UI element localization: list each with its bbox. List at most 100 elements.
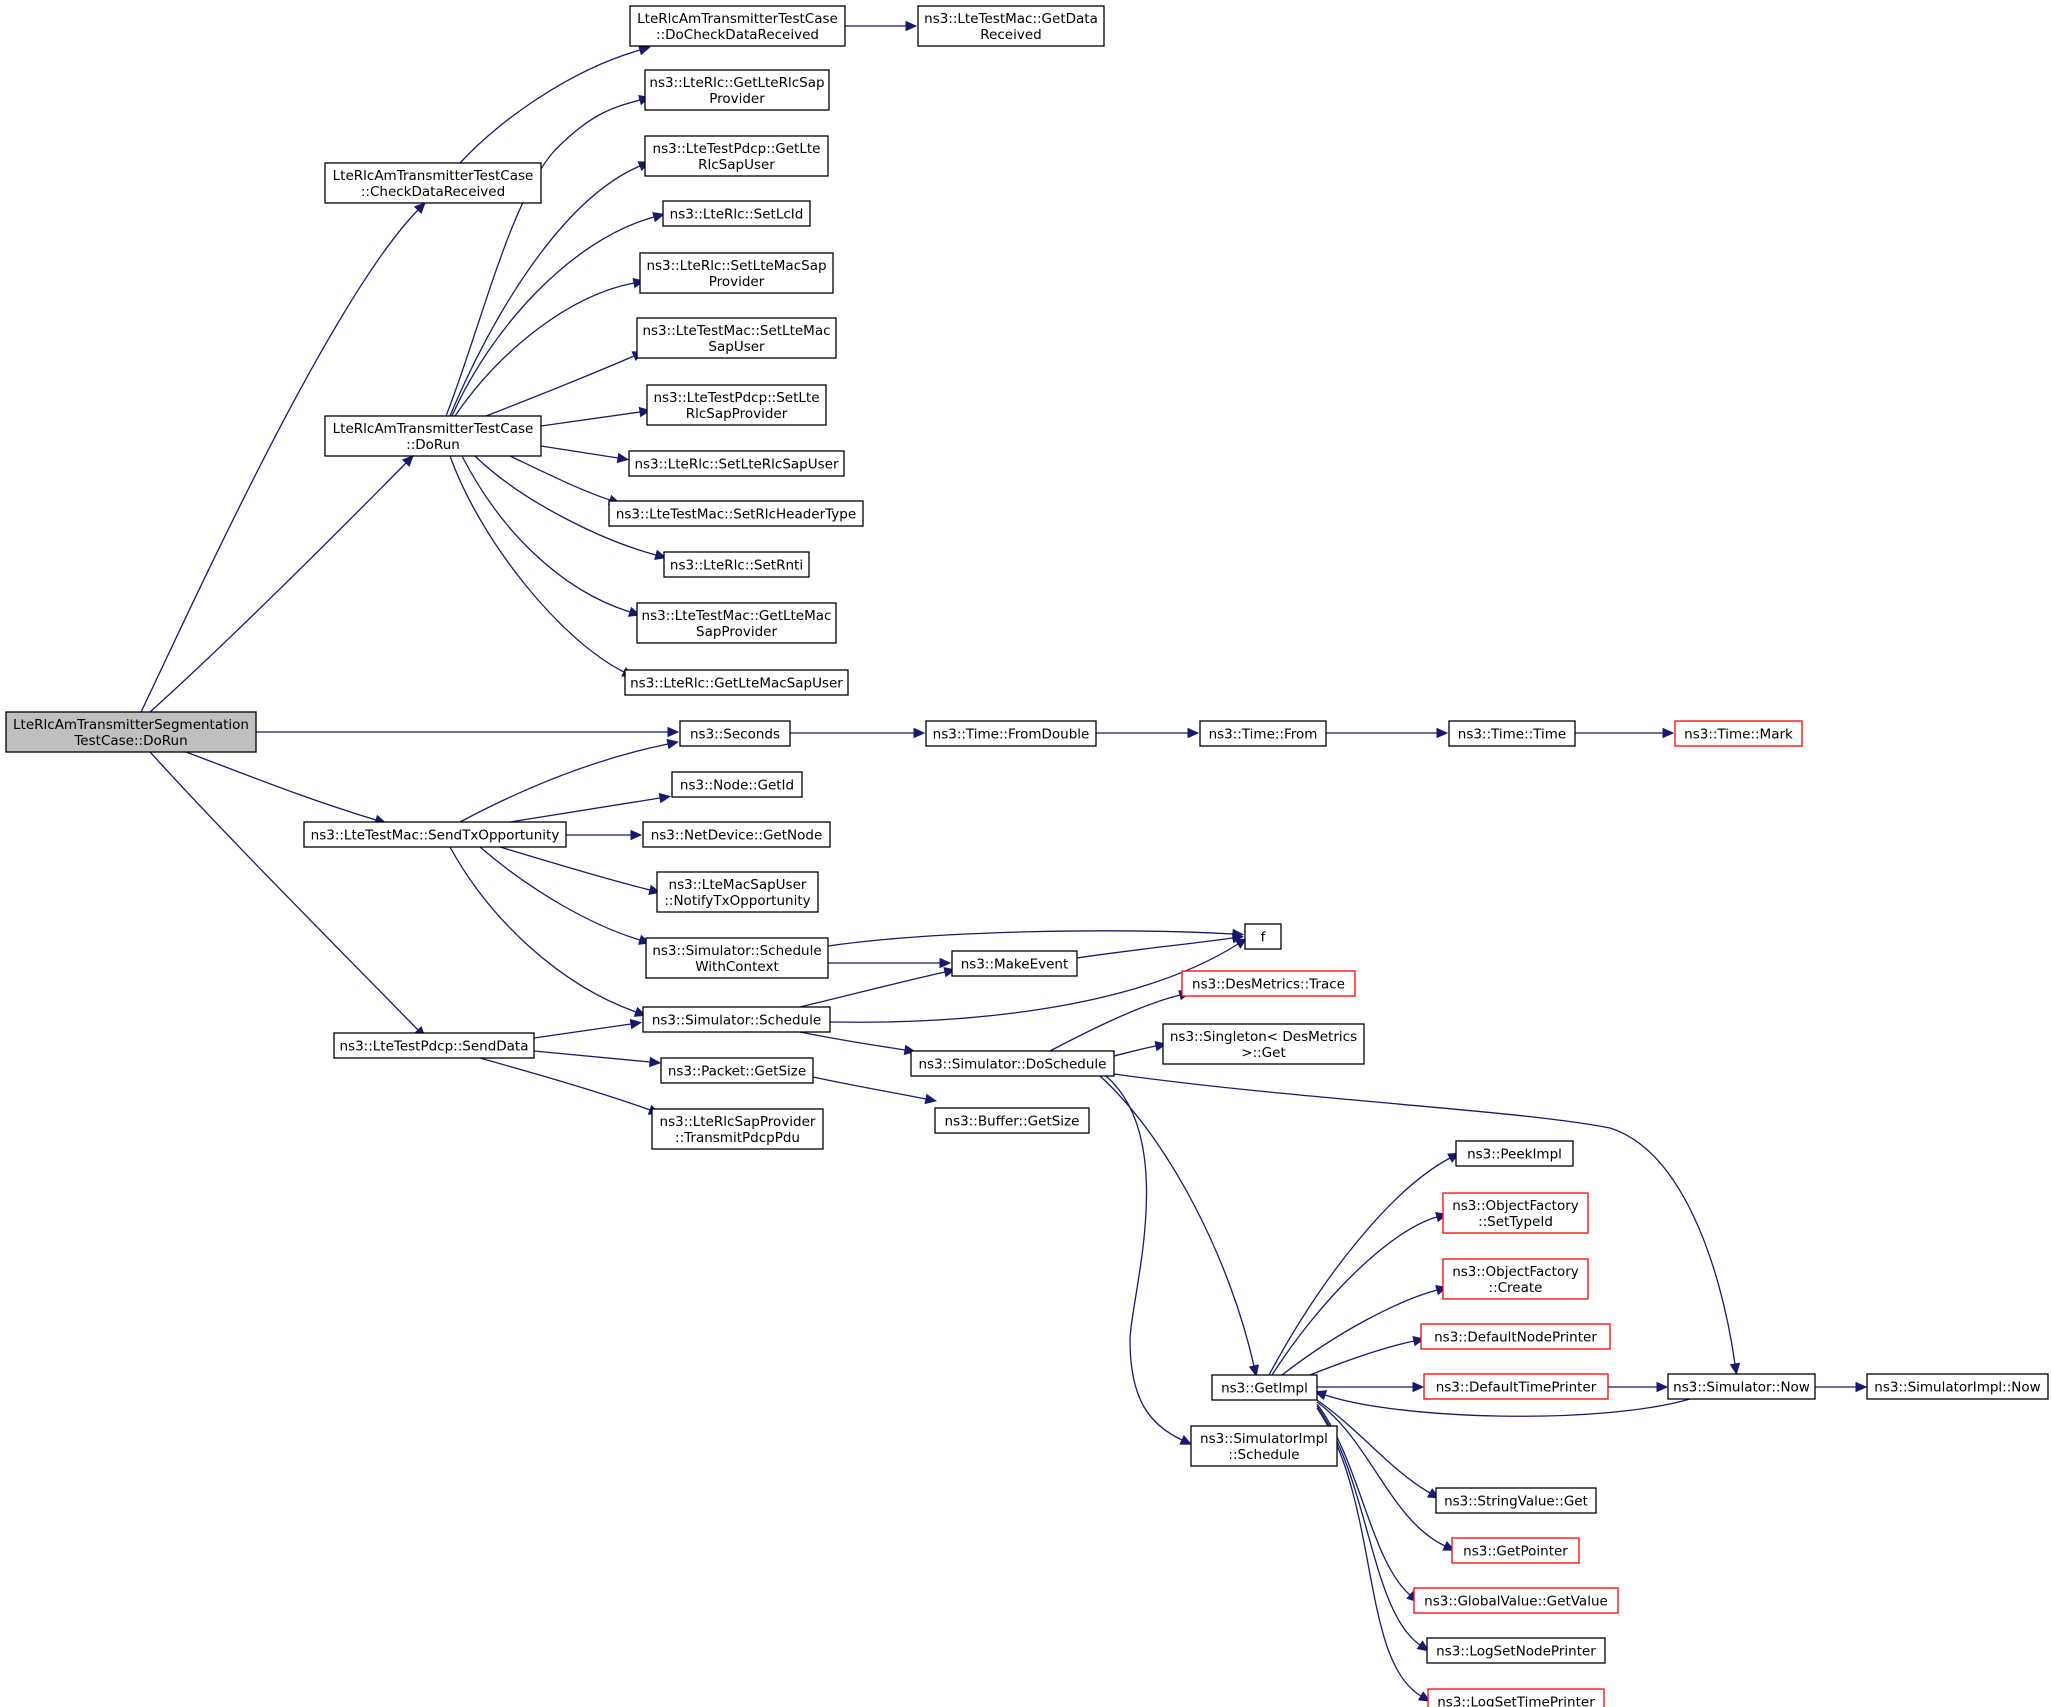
node-box[interactable] [636, 317, 837, 359]
node-box[interactable] [1442, 1192, 1589, 1234]
node-defNodePrinter[interactable]: ns3::DefaultNodePrinter [1420, 1323, 1611, 1350]
node-box[interactable] [679, 720, 791, 747]
node-logSetTime[interactable]: ns3::LogSetTimePrinter [1427, 1688, 1605, 1707]
node-checkData[interactable]: LteRlcAmTransmitterTestCase::CheckDataRe… [324, 162, 542, 204]
node-getImpl[interactable]: ns3::GetImpl [1211, 1374, 1318, 1401]
node-box[interactable] [1455, 1140, 1574, 1167]
node-singletonGet[interactable]: ns3::Singleton< DesMetrics>::Get [1162, 1023, 1365, 1065]
node-makeEvent[interactable]: ns3::MakeEvent [951, 950, 1078, 977]
node-box[interactable] [1426, 1637, 1606, 1664]
node-box[interactable] [1162, 1023, 1365, 1065]
node-box[interactable] [910, 1050, 1115, 1077]
node-box[interactable] [1190, 1425, 1338, 1467]
node-setLcId[interactable]: ns3::LteRlc::SetLcId [662, 200, 811, 227]
node-transmitPdcp[interactable]: ns3::LteRlcSapProvider::TransmitPdcpPdu [651, 1108, 824, 1150]
node-timeMark[interactable]: ns3::Time::Mark [1674, 720, 1803, 747]
node-box[interactable] [1211, 1374, 1318, 1401]
node-getId[interactable]: ns3::Node::GetId [671, 771, 803, 798]
node-notifyTx[interactable]: ns3::LteMacSapUser::NotifyTxOpportunity [656, 871, 819, 913]
node-logSetNode[interactable]: ns3::LogSetNodePrinter [1426, 1637, 1606, 1664]
node-sendTx[interactable]: ns3::LteTestMac::SendTxOpportunity [303, 821, 567, 848]
node-implNow[interactable]: ns3::SimulatorImpl::Now [1866, 1373, 2049, 1400]
node-box[interactable] [1435, 1487, 1597, 1514]
node-root[interactable]: LteRlcAmTransmitterSegmentationTestCase:… [5, 711, 257, 753]
node-box[interactable] [1413, 1587, 1619, 1614]
node-box[interactable] [671, 771, 803, 798]
node-box[interactable] [639, 252, 834, 294]
node-box[interactable] [636, 602, 837, 644]
node-timeTime[interactable]: ns3::Time::Time [1448, 720, 1576, 747]
node-box[interactable] [651, 1108, 824, 1150]
node-box[interactable] [608, 500, 864, 527]
node-box[interactable] [5, 711, 257, 753]
node-simNow[interactable]: ns3::Simulator::Now [1667, 1373, 1816, 1400]
node-box[interactable] [1442, 1258, 1589, 1300]
node-box[interactable] [303, 821, 567, 848]
node-box[interactable] [628, 450, 845, 477]
node-box[interactable] [663, 551, 810, 578]
node-setRnti[interactable]: ns3::LteRlc::SetRnti [663, 551, 810, 578]
node-setLteRlcSapUser[interactable]: ns3::LteRlc::SetLteRlcSapUser [628, 450, 845, 477]
node-bufferGetSize[interactable]: ns3::Buffer::GetSize [934, 1107, 1090, 1134]
node-box[interactable] [644, 69, 830, 111]
node-box[interactable] [660, 1057, 814, 1084]
node-peekImpl[interactable]: ns3::PeekImpl [1455, 1140, 1574, 1167]
node-box[interactable] [324, 415, 542, 457]
node-getPointer[interactable]: ns3::GetPointer [1451, 1537, 1580, 1564]
node-box[interactable] [624, 669, 849, 696]
node-f[interactable]: f [1244, 923, 1282, 950]
node-doRun[interactable]: LteRlcAmTransmitterTestCase::DoRun [324, 415, 542, 457]
node-box[interactable] [644, 135, 829, 177]
node-timeFrom[interactable]: ns3::Time::From [1199, 720, 1327, 747]
node-box[interactable] [646, 384, 827, 426]
node-box[interactable] [645, 937, 829, 979]
node-fromDouble[interactable]: ns3::Time::FromDouble [925, 720, 1097, 747]
node-ofSetTypeId[interactable]: ns3::ObjectFactory::SetTypeId [1442, 1192, 1589, 1234]
node-box[interactable] [642, 821, 831, 848]
node-setRlcHeaderType[interactable]: ns3::LteTestMac::SetRlcHeaderType [608, 500, 864, 527]
node-getLteMacSapUser[interactable]: ns3::LteRlc::GetLteMacSapUser [624, 669, 849, 696]
node-box[interactable] [1420, 1323, 1611, 1350]
node-box[interactable] [917, 5, 1105, 47]
node-schedule[interactable]: ns3::Simulator::Schedule [642, 1006, 831, 1033]
node-box[interactable] [1427, 1688, 1605, 1707]
node-stringValueGet[interactable]: ns3::StringValue::Get [1435, 1487, 1597, 1514]
node-box[interactable] [629, 5, 846, 47]
node-desTrace[interactable]: ns3::DesMetrics::Trace [1181, 970, 1356, 997]
node-box[interactable] [1674, 720, 1803, 747]
node-box[interactable] [1866, 1373, 2049, 1400]
node-ofCreate[interactable]: ns3::ObjectFactory::Create [1442, 1258, 1589, 1300]
node-sendData[interactable]: ns3::LteTestPdcp::SendData [333, 1032, 535, 1059]
node-box[interactable] [656, 871, 819, 913]
node-box[interactable] [934, 1107, 1090, 1134]
node-defTimePrinter[interactable]: ns3::DefaultTimePrinter [1423, 1373, 1609, 1400]
node-box[interactable] [1199, 720, 1327, 747]
node-getNode[interactable]: ns3::NetDevice::GetNode [642, 821, 831, 848]
node-seconds[interactable]: ns3::Seconds [679, 720, 791, 747]
node-box[interactable] [1667, 1373, 1816, 1400]
node-box[interactable] [333, 1032, 535, 1059]
node-box[interactable] [951, 950, 1078, 977]
node-globalGetValue[interactable]: ns3::GlobalValue::GetValue [1413, 1587, 1619, 1614]
node-packetGetSize[interactable]: ns3::Packet::GetSize [660, 1057, 814, 1084]
node-box[interactable] [1448, 720, 1576, 747]
node-box[interactable] [642, 1006, 831, 1033]
node-box[interactable] [324, 162, 542, 204]
node-box[interactable] [662, 200, 811, 227]
node-box[interactable] [1181, 970, 1356, 997]
node-box[interactable] [925, 720, 1097, 747]
node-doCheck[interactable]: LteRlcAmTransmitterTestCase::DoCheckData… [629, 5, 846, 47]
node-doSchedule[interactable]: ns3::Simulator::DoSchedule [910, 1050, 1115, 1077]
node-box[interactable] [1423, 1373, 1609, 1400]
node-box[interactable] [1244, 923, 1282, 950]
node-box[interactable] [1451, 1537, 1580, 1564]
node-implSchedule[interactable]: ns3::SimulatorImpl::Schedule [1190, 1425, 1338, 1467]
